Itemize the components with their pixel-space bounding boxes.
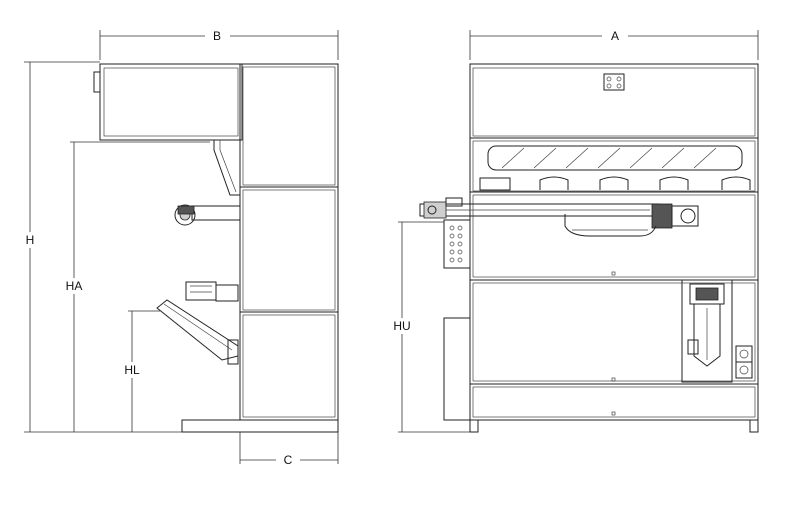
front-window [487,145,743,171]
dim-label-h: H [26,233,35,247]
side-view [93,63,339,433]
dim-label-c: C [284,453,293,467]
front-side-block [443,317,471,421]
side-cabinet [239,63,339,421]
front-pump-unit [681,279,733,383]
side-base [181,419,339,433]
front-control-panel [443,219,471,269]
dim-label-ha: HA [66,279,83,293]
front-top-badge [603,73,625,91]
dimension-lines [24,30,759,464]
side-motor [185,281,217,301]
dim-label-hl: HL [124,363,140,377]
front-motor [651,203,673,229]
dim-label-hu: HU [393,319,410,333]
side-arm [191,205,241,221]
side-top-box [99,63,243,141]
front-cabinet [469,63,759,421]
dim-label-a: A [611,29,619,43]
dim-label-b: B [213,29,221,43]
side-roller [174,204,196,226]
side-tray [156,299,239,361]
front-view [419,63,759,433]
